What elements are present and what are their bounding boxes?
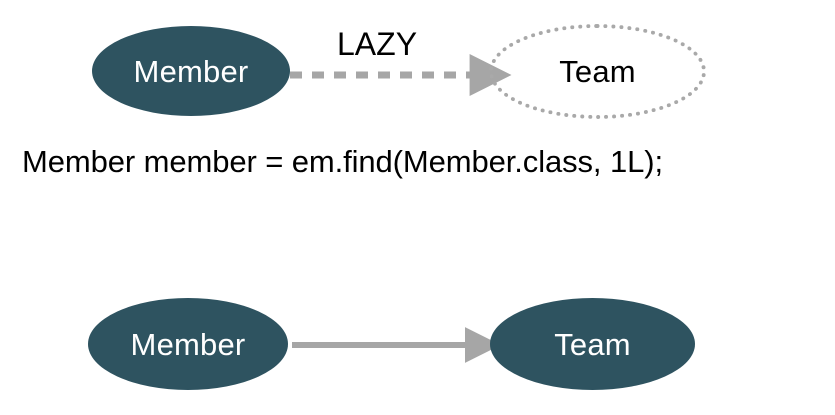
edge-label-lazy: LAZY (337, 26, 418, 62)
node-label-team-top: Team (559, 54, 636, 89)
edge-lazy-dashed-arrow (290, 54, 512, 96)
node-team-proxy: Team (489, 24, 706, 119)
node-label-member-bottom: Member (130, 326, 246, 362)
node-member-eager-row: Member (88, 298, 288, 390)
code-statement: Member member = em.find(Member.class, 1L… (22, 144, 663, 179)
node-member-lazy-row: Member (92, 26, 290, 116)
node-label-member-top: Member (133, 53, 249, 89)
edge-solid-arrow (292, 327, 501, 363)
node-team-loaded: Team (490, 298, 695, 390)
node-label-team-bottom: Team (554, 326, 631, 362)
